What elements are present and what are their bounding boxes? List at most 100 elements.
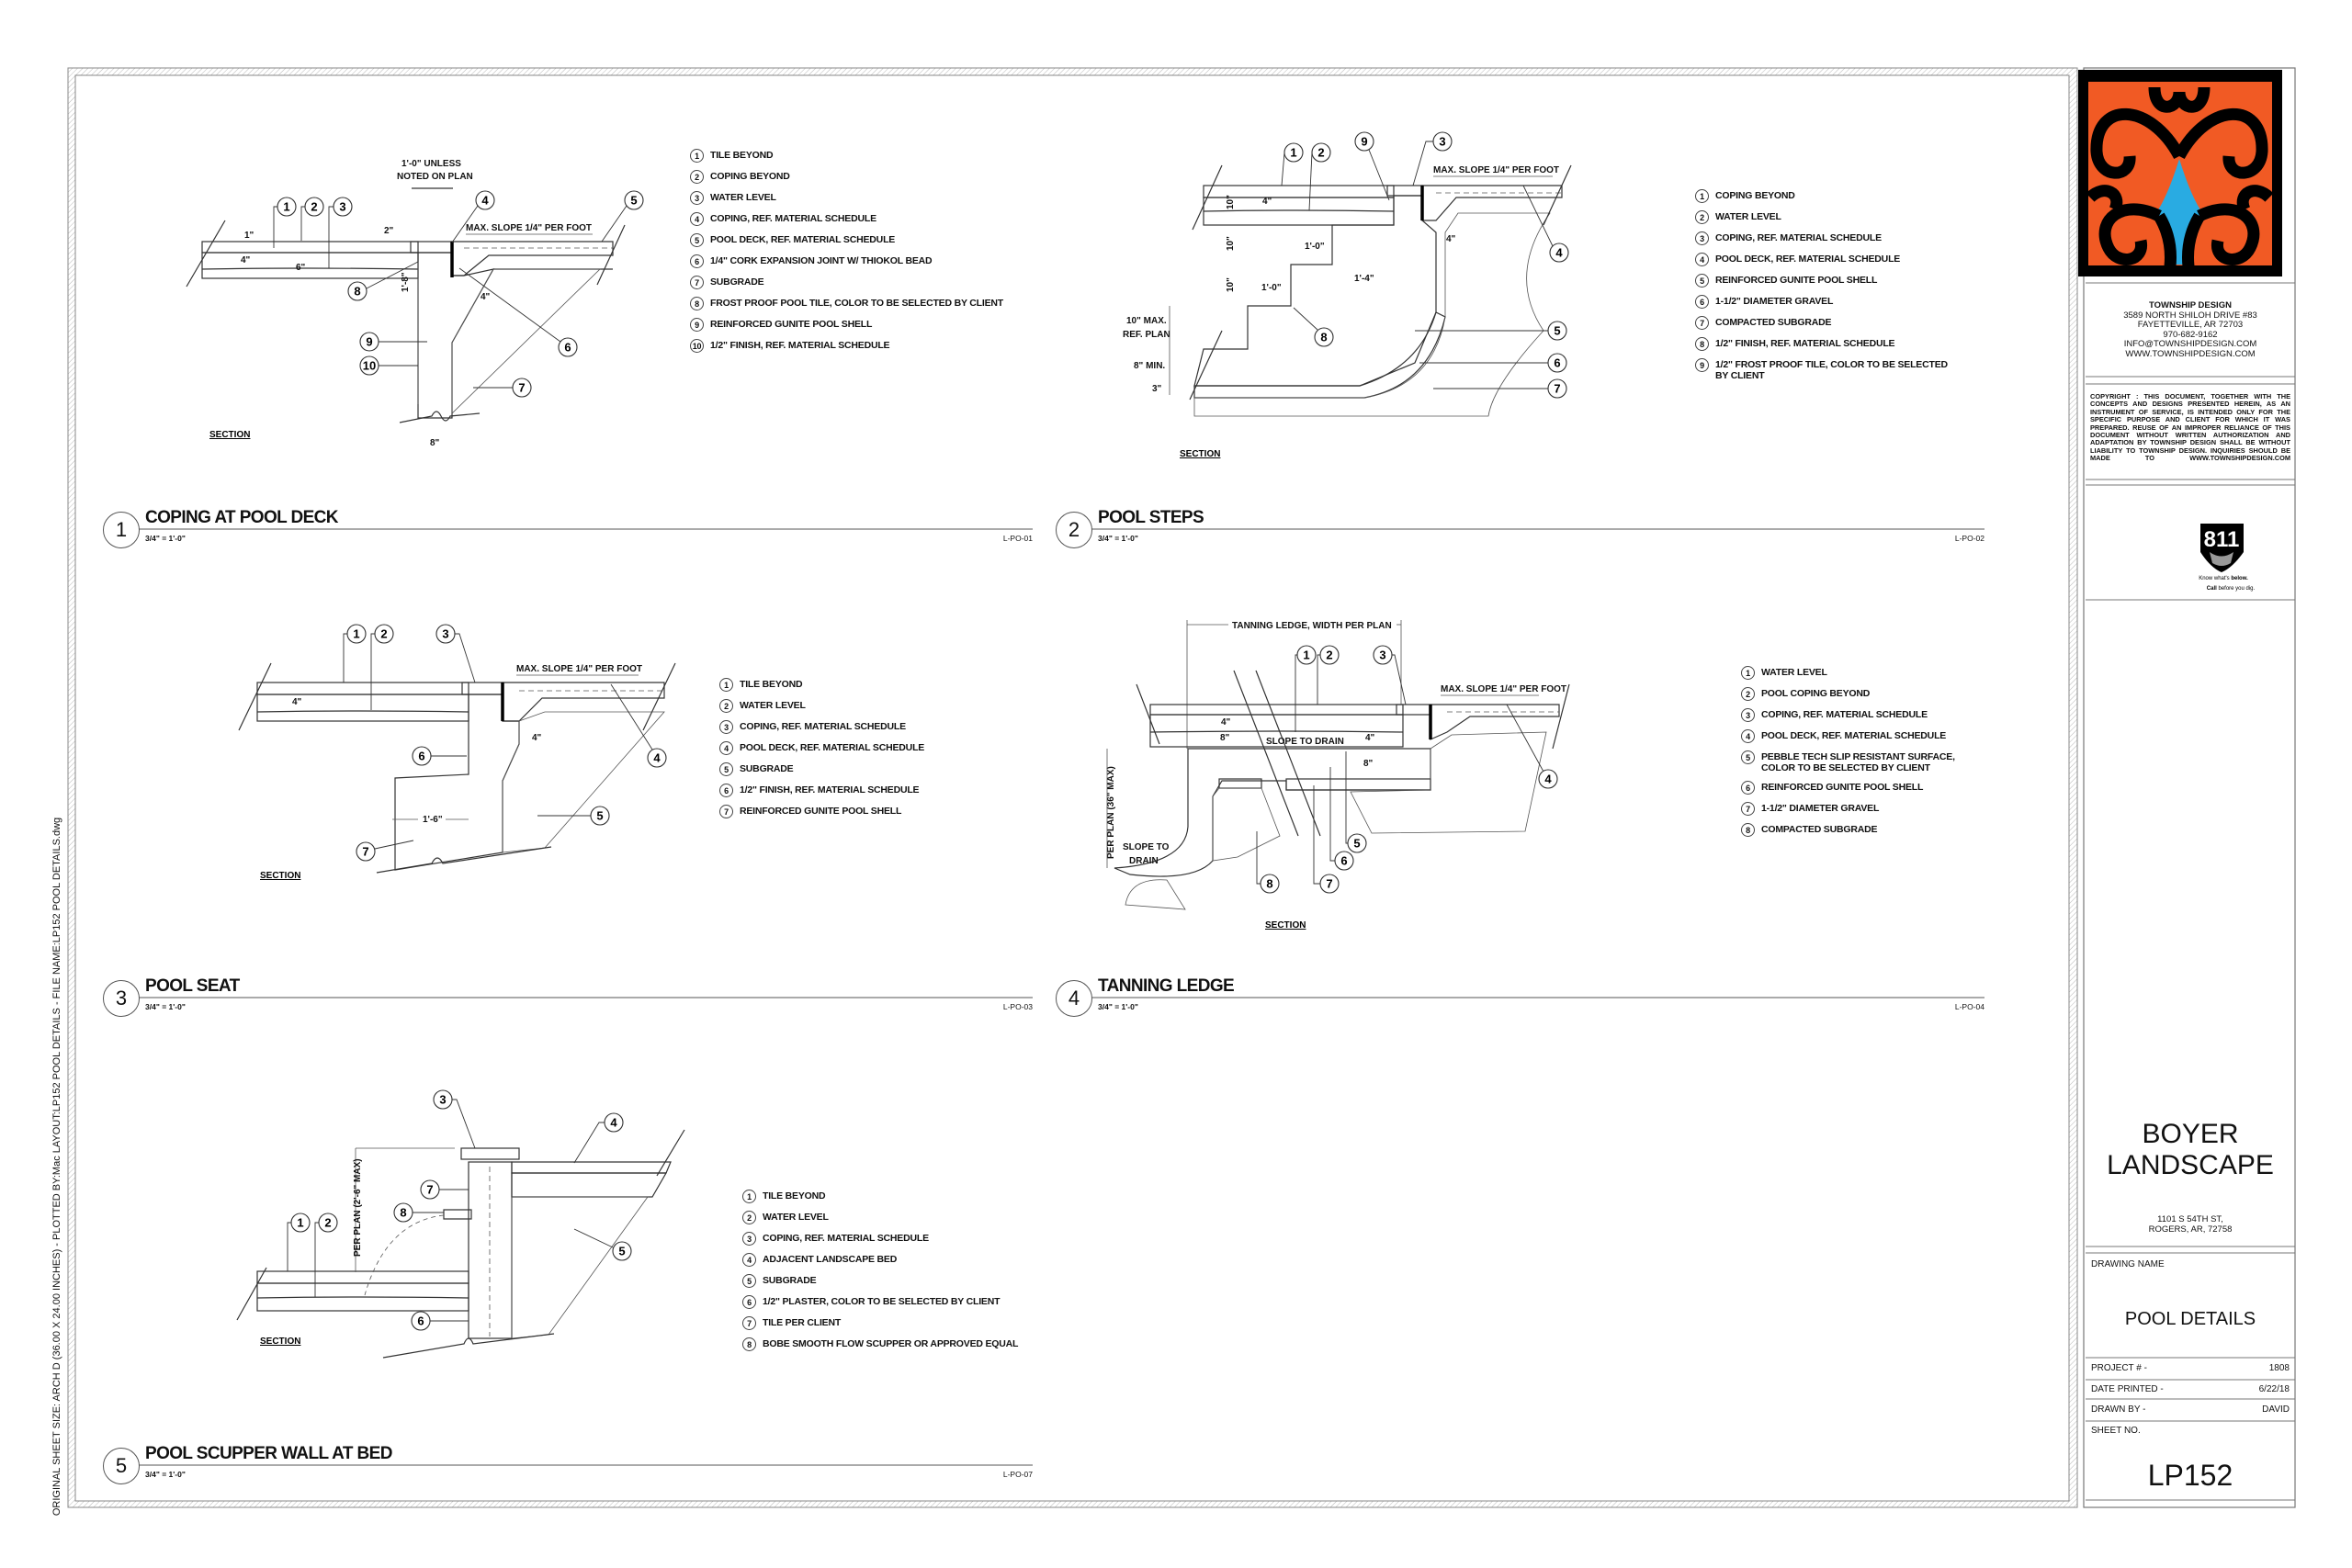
project-address: 1101 S 54TH ST, ROGERS, AR, 72758 [2086, 1214, 2295, 1235]
svg-text:10": 10" [1226, 277, 1236, 292]
detail-scale: 3/4" = 1'-0" [1098, 1002, 1138, 1011]
svg-text:SECTION: SECTION [1265, 920, 1306, 931]
legend-number: 4 [690, 212, 704, 226]
drawn-by: DAVID [2262, 1404, 2290, 1415]
callout-8: 8 [1256, 831, 1280, 894]
callout-3: 3 [433, 1089, 476, 1149]
legend-text: COMPACTED SUBGRADE [1761, 824, 1878, 835]
detail-number: 5 [103, 1448, 140, 1484]
legend-item: 2 WATER LEVEL [719, 699, 924, 713]
svg-text:8: 8 [400, 1206, 406, 1220]
callout-3: 3 [1373, 645, 1407, 705]
legend-text: WATER LEVEL [1715, 211, 1781, 222]
legend-text: SUBGRADE [710, 276, 764, 288]
callout-1: 1 [1295, 645, 1317, 732]
legend-text: WATER LEVEL [740, 700, 806, 711]
svg-text:4: 4 [481, 194, 489, 208]
detail-title: COPING AT POOL DECK [145, 508, 339, 527]
legend-number: 3 [742, 1232, 756, 1246]
legend-text: BOBE SMOOTH FLOW SCUPPER OR APPROVED EQU… [763, 1338, 1019, 1349]
svg-text:8: 8 [1266, 877, 1272, 891]
copyright-notice: COPYRIGHT : THIS DOCUMENT, TOGETHER WITH… [2090, 392, 2290, 463]
drawing-name-label: DRAWING NAME [2091, 1259, 2165, 1269]
callout-2: 2 [370, 624, 394, 710]
callout-7: 7 [1433, 378, 1567, 399]
legend-number: 5 [1741, 750, 1755, 764]
sheet-info-text: ORIGINAL SHEET SIZE: ARCH D (36.00 X 24.… [51, 817, 62, 1517]
svg-text:9: 9 [1361, 135, 1367, 149]
callout-5: 5 [601, 190, 644, 243]
legend-text: COPING BEYOND [1715, 190, 1795, 201]
legend-text: POOL COPING BEYOND [1761, 688, 1871, 699]
detail-title-5: 5 POOL SCUPPER WALL AT BED 3/4" = 1'-0" … [103, 1444, 1033, 1484]
legend-number: 6 [690, 254, 704, 268]
project-address-1: 1101 S 54TH ST, [2157, 1214, 2223, 1224]
legend-number: 1 [1695, 189, 1709, 203]
detail-title: POOL SCUPPER WALL AT BED [145, 1444, 392, 1463]
callout-8: 8 [1293, 307, 1334, 347]
legend-number: 5 [1695, 274, 1709, 288]
svg-text:2: 2 [1326, 649, 1332, 662]
date-printed: 6/22/18 [2258, 1384, 2290, 1394]
detail-1-drawing: 1'-0" UNLESS NOTED ON PLAN 2" 1" 4" 6" 1… [186, 159, 644, 448]
legend-text: WATER LEVEL [1761, 667, 1827, 678]
callout-7: 7 [420, 1179, 469, 1200]
svg-text:MAX. SLOPE 1/4" PER FOOT: MAX. SLOPE 1/4" PER FOOT [516, 664, 642, 674]
legend-text: WATER LEVEL [710, 192, 776, 203]
callout-9: 9 [1354, 131, 1390, 201]
legend-text: 1/2" PLASTER, COLOR TO BE SELECTED BY CL… [763, 1296, 1001, 1307]
svg-text:1'-0": 1'-0" [1305, 242, 1325, 252]
legend-text: 1-1/2" DIAMETER GRAVEL [1715, 296, 1834, 307]
svg-text:3: 3 [439, 1093, 446, 1107]
legend-number: 6 [742, 1295, 756, 1309]
svg-text:6: 6 [564, 341, 571, 355]
legend-number: 2 [1741, 687, 1755, 701]
drawn-by-label: DRAWN BY - [2091, 1404, 2146, 1415]
svg-text:10: 10 [363, 359, 376, 373]
svg-text:1": 1" [244, 231, 254, 241]
detail-scale: 3/4" = 1'-0" [1098, 534, 1138, 543]
svg-text:4": 4" [532, 733, 542, 743]
callout-5: 5 [1415, 321, 1567, 341]
legend-text: POOL DECK, REF. MATERIAL SCHEDULE [1715, 254, 1901, 265]
svg-text:DRAIN: DRAIN [1129, 856, 1159, 866]
callout-3: 3 [1412, 131, 1453, 186]
legend-text: 1-1/2" DIAMETER GRAVEL [1761, 803, 1880, 814]
legend-number: 9 [1695, 358, 1709, 372]
township-design-logo [2078, 70, 2282, 276]
legend-number: 4 [1695, 253, 1709, 266]
detail-scale: 3/4" = 1'-0" [145, 534, 186, 543]
legend-number: 7 [1695, 316, 1709, 330]
title-rule [138, 1464, 1033, 1466]
svg-text:MAX. SLOPE 1/4" PER FOOT: MAX. SLOPE 1/4" PER FOOT [1433, 165, 1559, 175]
title-rule [138, 528, 1033, 530]
svg-text:SLOPE TO: SLOPE TO [1123, 842, 1170, 852]
legend-number: 2 [719, 699, 733, 713]
svg-text:2": 2" [384, 226, 394, 236]
detail-number: 3 [103, 980, 140, 1017]
callout-4: 4 [610, 683, 667, 768]
firm-email: INFO@TOWNSHIPDESIGN.COM [2123, 339, 2257, 349]
svg-text:6: 6 [1554, 356, 1560, 370]
callout-8: 8 [347, 261, 419, 301]
svg-text:8": 8" [1363, 759, 1374, 769]
svg-text:7: 7 [518, 381, 525, 395]
svg-text:8" MIN.: 8" MIN. [1134, 361, 1165, 371]
